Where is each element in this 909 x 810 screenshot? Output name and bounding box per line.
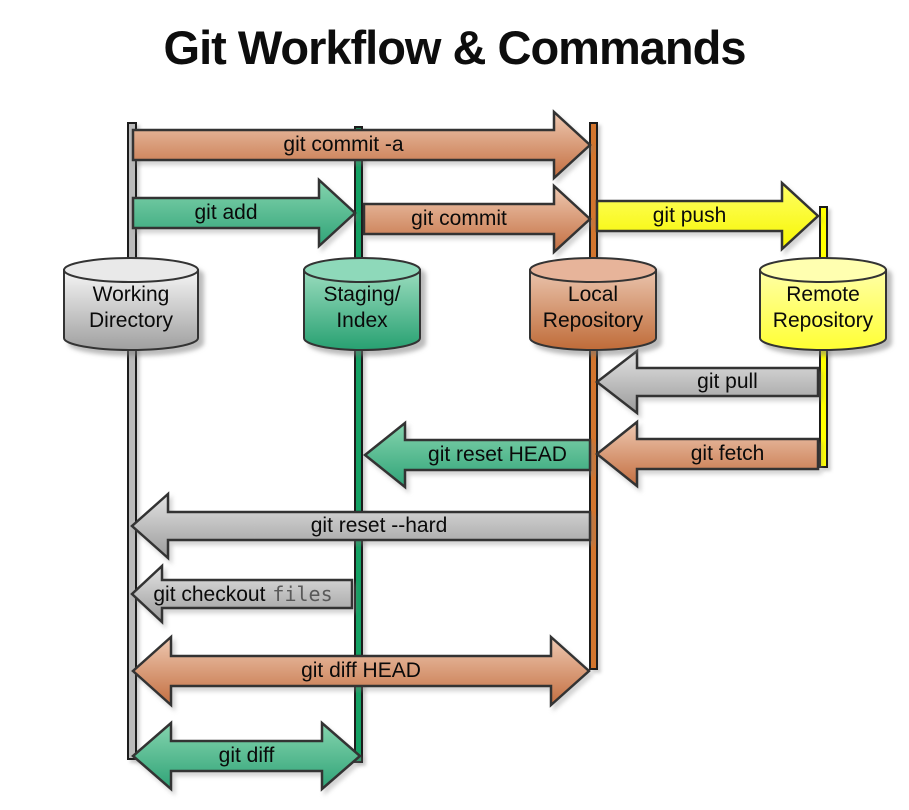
git-commit-arrow-label: git commit <box>411 207 507 230</box>
git-push-arrow: git push <box>595 180 820 252</box>
remote-repository-cylinder-shape <box>759 257 887 351</box>
git-commit-arrow-shape <box>362 183 592 255</box>
git-reset-hard-arrow-shape <box>130 491 592 561</box>
git-fetch-arrow-shape <box>594 419 820 489</box>
git-checkout-arrow-shape <box>130 563 354 625</box>
git-push-arrow-label: git push <box>652 204 727 227</box>
staging-index-cylinder-shape <box>303 257 421 351</box>
git-reset-hard-arrow-label: git reset --hard <box>310 514 448 537</box>
git-diff-head-arrow-shape <box>131 634 591 708</box>
working-directory-label-line2: Directory <box>88 309 173 332</box>
git-diff-arrow: git diff <box>131 720 362 792</box>
git-checkout-arrow-label: git checkout files <box>138 580 348 608</box>
git-diff-head-arrow: git diff HEAD <box>131 634 591 708</box>
remote-repository-label: Remote Repository <box>758 282 888 334</box>
git-fetch-arrow-label: git fetch <box>690 442 765 465</box>
git-diff-head-arrow-label: git diff HEAD <box>301 659 421 682</box>
working-directory-cylinder: Working Directory <box>62 256 200 352</box>
git-reset-head-arrow-shape <box>362 420 592 490</box>
git-pull-arrow: git pull <box>594 348 820 416</box>
staging-index-label: Staging/ Index <box>302 282 422 334</box>
git-reset-hard-arrow: git reset --hard <box>130 491 592 561</box>
staging-index-lane-line <box>354 126 363 763</box>
staging-index-label-line2: Index <box>336 309 388 332</box>
git-reset-head-arrow: git reset HEAD <box>362 420 592 490</box>
git-pull-arrow-shape <box>594 348 820 416</box>
diagram-title: Git Workflow & Commands <box>163 21 747 74</box>
git-push-arrow-shape <box>595 180 820 252</box>
local-repository-label: Local Repository <box>528 282 658 334</box>
local-repository-cylinder: Local Repository <box>528 256 658 352</box>
working-directory-cylinder-shape <box>63 257 199 351</box>
local-repository-label-line1: Local <box>567 283 619 306</box>
git-checkout-arrow-mono-text: files <box>272 582 333 606</box>
staging-index-cylinder: Staging/ Index <box>302 256 422 352</box>
git-add-arrow: git add <box>131 177 357 249</box>
git-commit-a-arrow-shape <box>131 109 592 181</box>
git-checkout-arrow-text: git checkout <box>153 583 266 606</box>
git-diff-arrow-shape <box>131 720 362 792</box>
git-commit-a-arrow: git commit -a <box>131 109 592 181</box>
staging-index-label-line1: Staging/ <box>323 283 401 306</box>
local-repository-label-line2: Repository <box>542 309 644 332</box>
git-commit-arrow: git commit <box>362 183 592 255</box>
working-directory-lane-line <box>127 122 137 760</box>
git-diff-arrow-label: git diff <box>218 744 275 767</box>
git-reset-head-arrow-label: git reset HEAD <box>428 443 567 466</box>
remote-repository-label-line2: Repository <box>772 309 874 332</box>
git-add-arrow-shape <box>131 177 357 249</box>
git-pull-arrow-label: git pull <box>697 370 758 393</box>
local-repository-lane-line <box>589 122 598 670</box>
git-checkout-arrow: git checkout files <box>130 563 354 625</box>
git-fetch-arrow: git fetch <box>594 419 820 489</box>
git-commit-a-arrow-label: git commit -a <box>283 133 404 156</box>
working-directory-label-line1: Working <box>92 283 170 306</box>
remote-repository-cylinder: Remote Repository <box>758 256 888 352</box>
remote-repository-label-line1: Remote <box>786 283 860 306</box>
local-repository-cylinder-shape <box>529 257 657 351</box>
git-add-arrow-label: git add <box>194 201 258 224</box>
working-directory-label: Working Directory <box>62 282 200 334</box>
